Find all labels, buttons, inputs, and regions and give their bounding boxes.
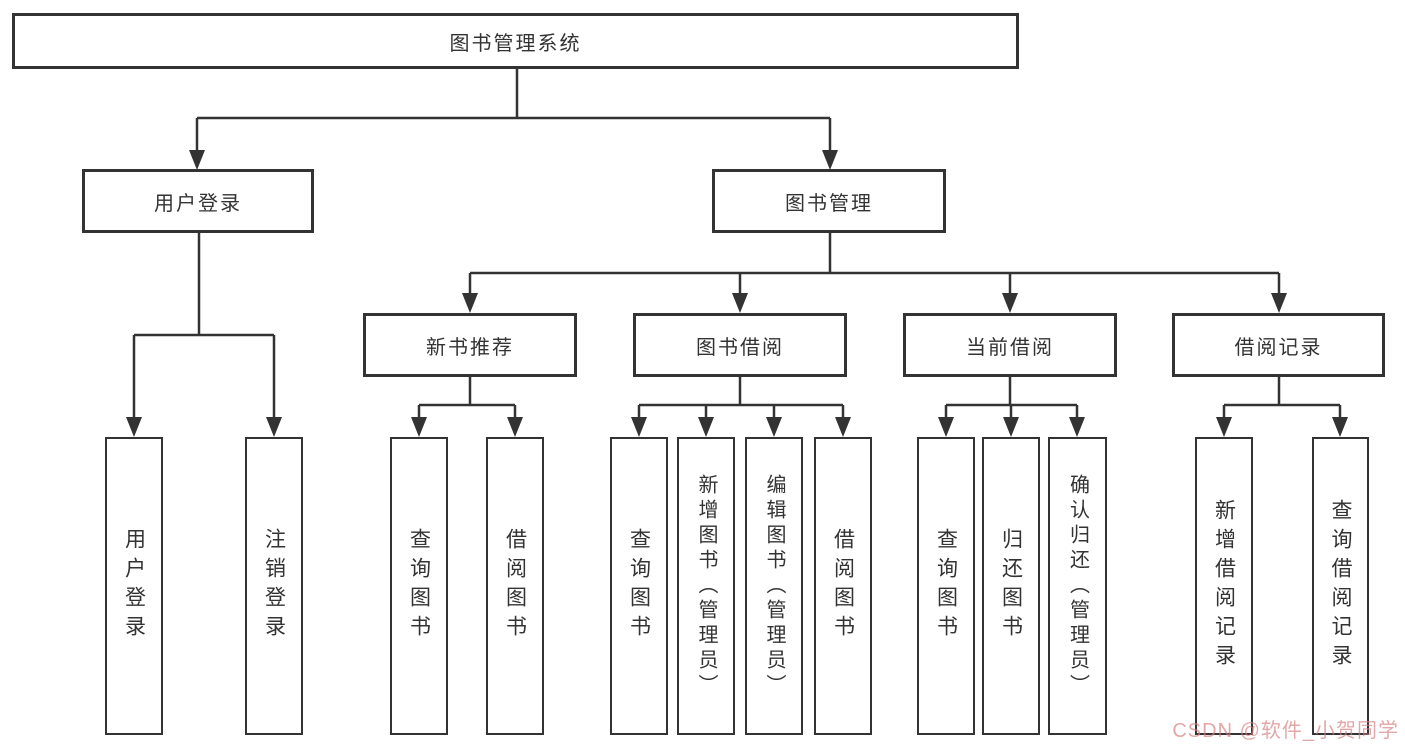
node-borrow-records: 借阅记录 (1172, 313, 1385, 377)
node-root-system: 图书管理系统 (12, 13, 1019, 69)
leaf-query-borrow-record-label: 查询借阅记录 (1329, 499, 1352, 673)
node-book-management-label: 图书管理 (785, 192, 873, 215)
leaf-user-login: 用户登录 (105, 437, 163, 735)
leaf-add-borrow-record: 新增借阅记录 (1195, 437, 1253, 735)
node-current-borrow-label: 当前借阅 (966, 336, 1054, 359)
leaf-query-borrow-record: 查询借阅记录 (1312, 437, 1369, 735)
node-book-management: 图书管理 (712, 169, 946, 233)
node-book-borrow-label: 图书借阅 (696, 336, 784, 359)
leaf-edit-books-admin: 编辑图书（管理员） (745, 437, 803, 735)
leaf-add-books-admin-label: 新增图书（管理员） (695, 473, 717, 699)
node-user-login: 用户登录 (82, 169, 314, 233)
node-new-book-recommend-label: 新书推荐 (426, 336, 514, 359)
leaf-return-books: 归还图书 (982, 437, 1040, 735)
leaf-query-books-2-label: 查询图书 (627, 528, 651, 644)
leaf-query-books-2: 查询图书 (610, 437, 668, 735)
leaf-query-books-1-label: 查询图书 (407, 528, 431, 644)
node-user-login-label: 用户登录 (154, 192, 242, 215)
leaf-confirm-return-admin: 确认归还（管理员） (1048, 437, 1107, 735)
leaf-query-books-3-label: 查询图书 (934, 528, 958, 644)
leaf-borrow-books-2-label: 借阅图书 (831, 528, 855, 644)
leaf-add-borrow-record-label: 新增借阅记录 (1212, 499, 1236, 673)
leaf-user-login-label: 用户登录 (122, 528, 146, 644)
leaf-query-books-3: 查询图书 (917, 437, 975, 735)
node-borrow-records-label: 借阅记录 (1234, 336, 1323, 359)
arrowhead-icons (126, 150, 1348, 437)
node-current-borrow: 当前借阅 (903, 313, 1117, 377)
leaf-query-books-1: 查询图书 (390, 437, 448, 735)
node-book-borrow: 图书借阅 (633, 313, 847, 377)
csdn-watermark: CSDN @软件_小贺同学 (1172, 720, 1399, 742)
leaf-borrow-books-1: 借阅图书 (486, 437, 544, 735)
leaf-logout-label: 注销登录 (262, 528, 286, 644)
leaf-borrow-books-1-label: 借阅图书 (503, 528, 527, 644)
leaf-confirm-return-admin-label: 确认归还（管理员） (1066, 473, 1089, 699)
leaf-edit-books-admin-label: 编辑图书（管理员） (763, 473, 785, 699)
leaf-return-books-label: 归还图书 (999, 528, 1023, 644)
leaf-logout: 注销登录 (245, 437, 303, 735)
leaf-add-books-admin: 新增图书（管理员） (677, 437, 735, 735)
node-new-book-recommend: 新书推荐 (363, 313, 577, 377)
node-root-label: 图书管理系统 (449, 32, 582, 55)
leaf-borrow-books-2: 借阅图书 (814, 437, 872, 735)
